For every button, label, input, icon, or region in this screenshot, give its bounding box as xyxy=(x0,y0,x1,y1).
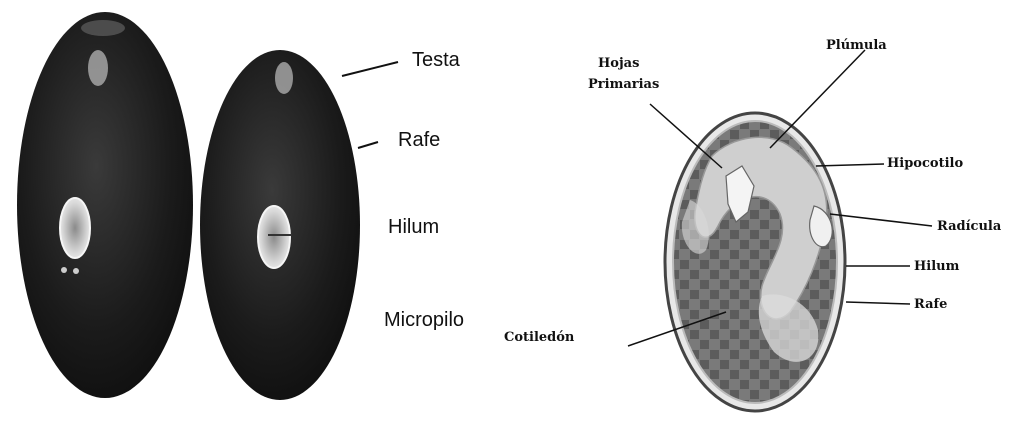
seed-top-highlight xyxy=(81,20,125,36)
label-plumula: Plúmula xyxy=(826,38,887,53)
seed-external-svg: Testa Rafe Hilum Micropilo xyxy=(0,0,500,422)
seed-left xyxy=(17,12,193,398)
seed-section-view: Plúmula Hojas Primarias Hipocotilo Radíc… xyxy=(500,0,1017,422)
micropyle-highlight xyxy=(88,50,108,86)
label-hojas: Hojas xyxy=(598,56,639,71)
micropyle-dot xyxy=(73,268,79,274)
leader-line-plumula xyxy=(770,50,865,148)
leader-line-hipocotilo xyxy=(816,164,884,166)
leader-line-rafe xyxy=(846,302,910,304)
label-micropilo: Micropilo xyxy=(384,309,464,331)
label-rafe: Rafe xyxy=(914,297,947,312)
micropyle-dot xyxy=(61,267,67,273)
label-hilum: Hilum xyxy=(914,259,960,274)
label-radicula: Radícula xyxy=(937,219,1002,234)
seed-section-svg: Plúmula Hojas Primarias Hipocotilo Radíc… xyxy=(500,0,1017,422)
leader-line-rafe xyxy=(358,142,378,148)
label-testa: Testa xyxy=(412,49,461,71)
label-hipocotilo: Hipocotilo xyxy=(887,156,963,171)
seed-right xyxy=(200,50,360,400)
label-cotiledon: Cotiledón xyxy=(504,330,575,345)
leader-line-radicula xyxy=(830,214,932,226)
micropyle-highlight xyxy=(275,62,293,94)
hilum-shape xyxy=(60,198,90,258)
label-primarias: Primarias xyxy=(588,77,659,92)
leader-line-testa xyxy=(342,62,398,76)
label-rafe: Rafe xyxy=(398,129,440,151)
seed-section xyxy=(665,113,845,411)
hilum-shape xyxy=(258,206,290,268)
label-hilum: Hilum xyxy=(388,216,439,238)
seed-external-view: Testa Rafe Hilum Micropilo xyxy=(0,0,500,422)
